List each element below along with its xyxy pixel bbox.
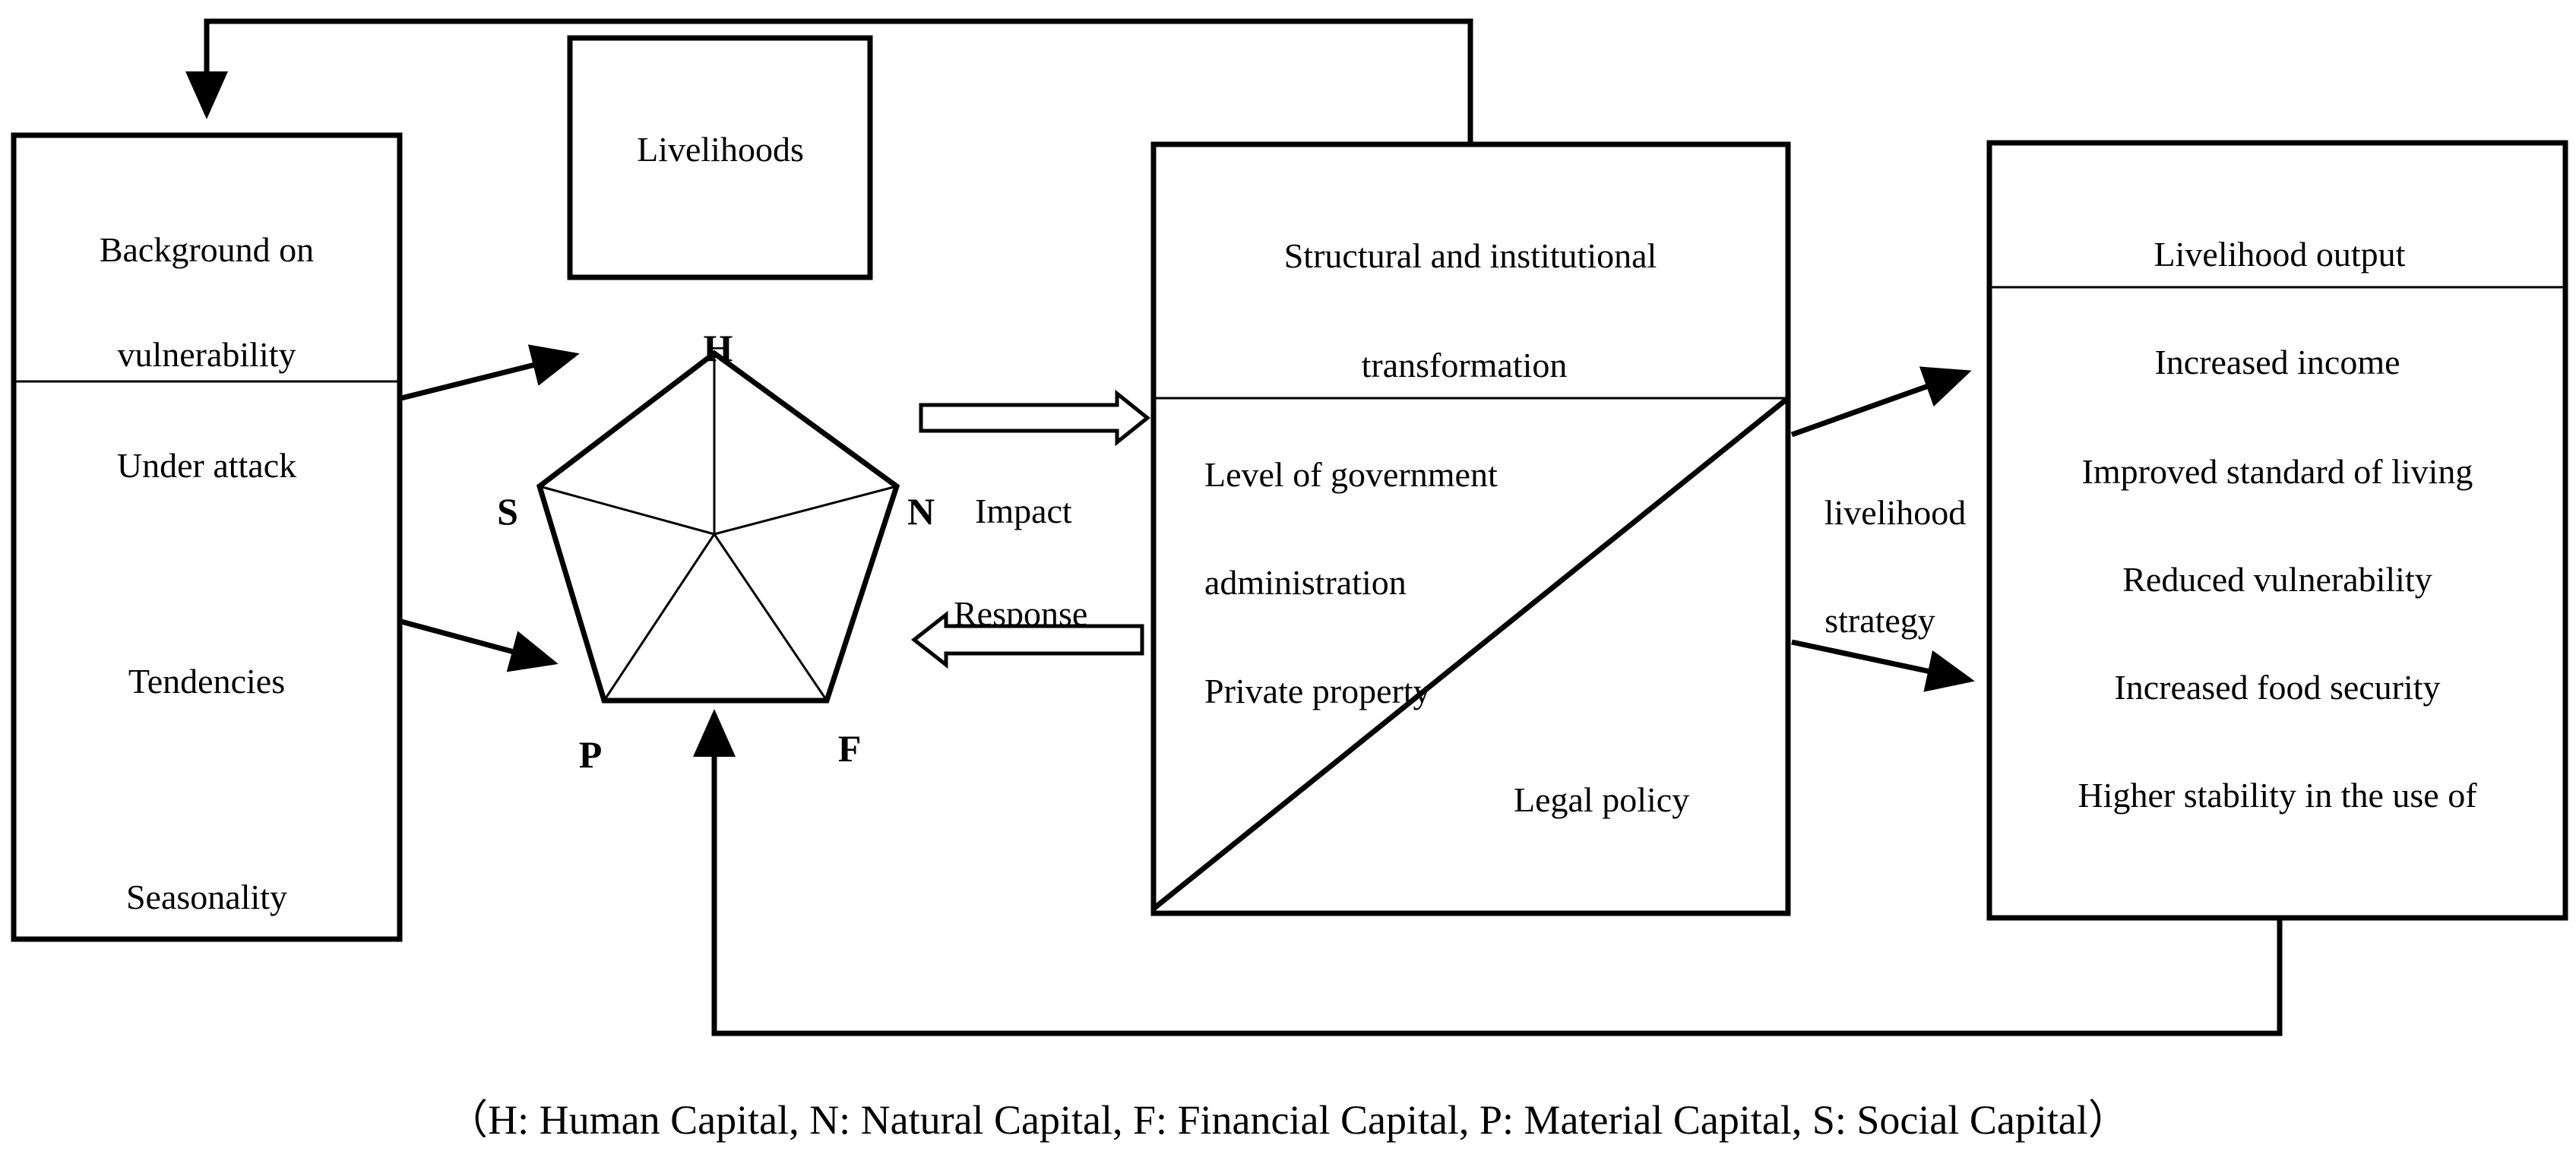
pentagon-label-n: N bbox=[907, 490, 935, 533]
pentagon-label-f: F bbox=[838, 727, 862, 770]
feedback-arrow-bottom bbox=[693, 709, 2283, 1036]
livelihoods-title: Livelihoods bbox=[637, 130, 804, 169]
strategy-label-line1: livelihood bbox=[1824, 493, 1967, 532]
vulnerability-item-under-attack: Under attack bbox=[117, 446, 296, 485]
arrow-strategy-upper bbox=[1790, 366, 1972, 438]
response-arrow bbox=[910, 610, 1144, 669]
transformation-item-administration: administration bbox=[1204, 563, 1407, 602]
livelihood-output-box: Livelihood output Increased income Impro… bbox=[1986, 140, 2568, 921]
output-title: Livelihood output bbox=[2154, 235, 2406, 274]
transformation-item-legal-policy: Legal policy bbox=[1514, 780, 1689, 819]
arrow-strategy-lower bbox=[1791, 639, 1975, 692]
impact-label: Impact bbox=[975, 492, 1072, 530]
output-item-stability: Higher stability in the use of bbox=[2078, 776, 2477, 815]
vulnerability-item-seasonality: Seasonality bbox=[126, 878, 287, 916]
vulnerability-box: Background on vulnerability Under attack… bbox=[11, 132, 403, 942]
livelihoods-box: Livelihoods bbox=[567, 35, 873, 280]
arrow-vulnerability-to-h bbox=[400, 344, 580, 401]
output-item-living-standard: Improved standard of living bbox=[2082, 452, 2473, 491]
strategy-label-line2: strategy bbox=[1824, 601, 1935, 640]
capital-pentagon: H N F P S bbox=[497, 327, 935, 776]
transformation-box: Structural and institutional transformat… bbox=[1150, 141, 1791, 916]
feedback-arrow-top bbox=[185, 18, 1473, 144]
transformation-item-private-property: Private property bbox=[1204, 672, 1431, 710]
output-item-food-security: Increased food security bbox=[2114, 668, 2440, 707]
impact-arrow bbox=[919, 389, 1151, 447]
transformation-item-government: Level of government bbox=[1204, 455, 1498, 494]
arrow-vulnerability-to-p bbox=[400, 618, 559, 672]
transformation-title-line2: transformation bbox=[1362, 346, 1568, 384]
vulnerability-title-line2: vulnerability bbox=[117, 335, 296, 374]
transformation-title-line1: Structural and institutional bbox=[1284, 236, 1657, 275]
vulnerability-item-tendencies: Tendencies bbox=[128, 662, 285, 701]
vulnerability-title-line1: Background on bbox=[100, 230, 314, 269]
output-item-vulnerability: Reduced vulnerability bbox=[2122, 560, 2432, 599]
output-item-income: Increased income bbox=[2154, 343, 2400, 381]
pentagon-label-p: P bbox=[579, 733, 603, 776]
pentagon-label-h: H bbox=[704, 327, 733, 369]
capital-legend: （H: Human Capital, N: Natural Capital, F… bbox=[447, 1097, 2129, 1143]
pentagon-label-s: S bbox=[497, 490, 518, 533]
